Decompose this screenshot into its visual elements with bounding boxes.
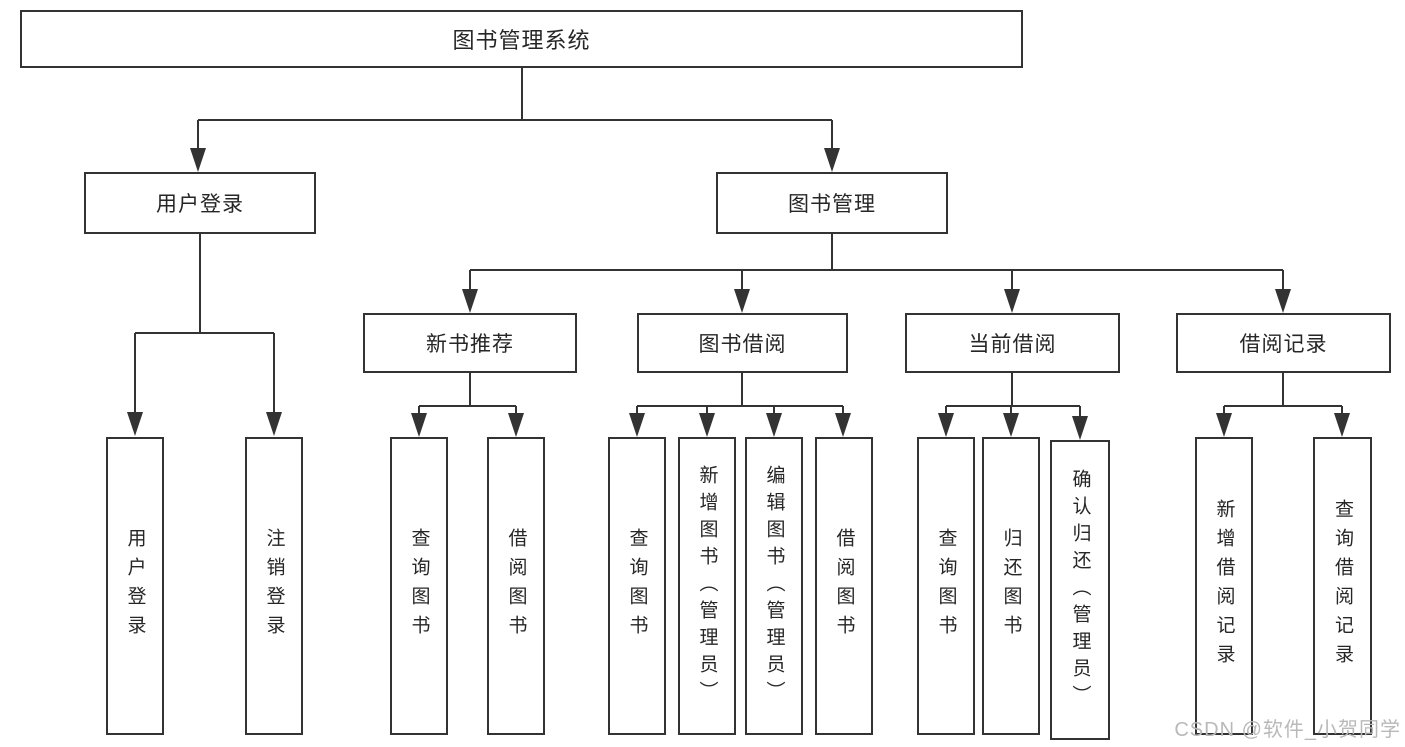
node-user-login: 用户登录 [84, 172, 316, 234]
node-current-borrow: 当前借阅 [905, 313, 1120, 373]
leaf-query-borrow-record: 查询借阅记录 [1313, 437, 1372, 735]
node-book-management: 图书管理 [716, 172, 948, 234]
leaf-borrow-books-recommend: 借阅图书 [487, 437, 545, 735]
leaf-query-books-recommend: 查询图书 [390, 437, 448, 735]
watermark: CSDN @软件_小贺同学 [1174, 719, 1401, 741]
node-root: 图书管理系统 [20, 10, 1023, 68]
leaf-add-book-admin: 新增图书（管理员） [678, 437, 736, 735]
leaf-borrow-books-2: 借阅图书 [815, 437, 873, 735]
leaf-user-login: 用户登录 [106, 437, 164, 735]
node-borrow-records: 借阅记录 [1176, 313, 1391, 373]
leaf-logout: 注销登录 [245, 437, 303, 735]
leaf-confirm-return-admin: 确认归还（管理员） [1050, 440, 1110, 740]
node-book-borrow: 图书借阅 [637, 313, 848, 373]
arrowhead-icons [127, 148, 1350, 440]
leaf-return-book: 归还图书 [982, 437, 1040, 735]
node-new-book-recommend: 新书推荐 [363, 313, 577, 373]
leaf-query-books-current: 查询图书 [917, 437, 975, 735]
leaf-add-borrow-record: 新增借阅记录 [1195, 437, 1253, 735]
leaf-query-books-borrow: 查询图书 [608, 437, 666, 735]
leaf-edit-book-admin: 编辑图书（管理员） [745, 437, 803, 735]
